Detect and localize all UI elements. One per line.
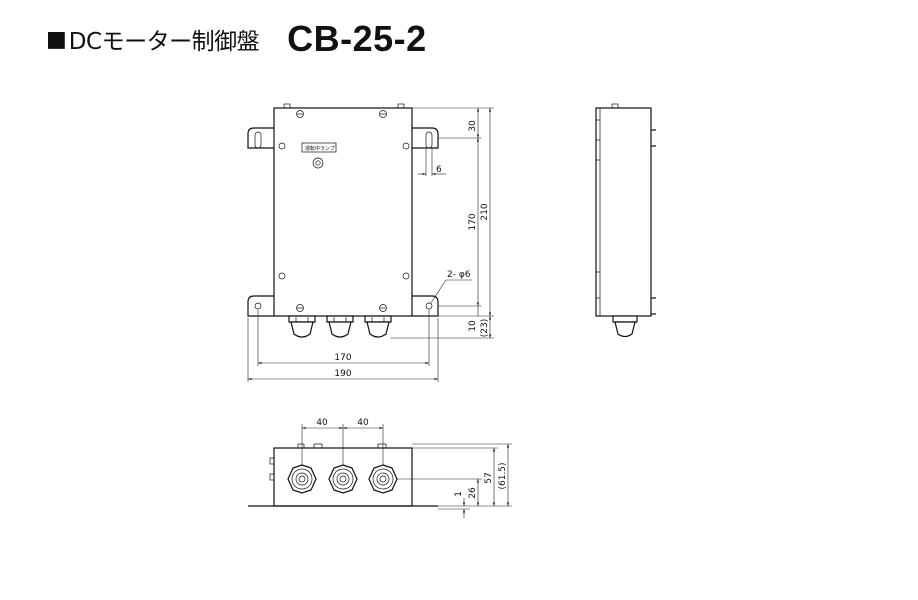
side-body bbox=[595, 107, 652, 317]
bottom-right-flange bbox=[412, 295, 439, 317]
dim-1: 1 bbox=[454, 491, 464, 497]
mount-hole-right bbox=[425, 302, 433, 310]
dim-170-vertical: 170 bbox=[468, 213, 478, 230]
front-body bbox=[273, 107, 413, 317]
slot-right bbox=[425, 131, 433, 149]
slot-left bbox=[254, 131, 262, 149]
dim-23: (23) bbox=[480, 319, 490, 337]
lamp-label-plate bbox=[301, 142, 337, 153]
front-screws bbox=[278, 110, 410, 312]
cable-glands bbox=[288, 315, 392, 338]
top-right-flange bbox=[412, 127, 439, 149]
dim-6: 6 bbox=[436, 165, 442, 175]
dim-190: 190 bbox=[334, 369, 351, 379]
front-view: 運転中ランプ bbox=[247, 103, 494, 382]
dim-61-5: (61.5) bbox=[498, 462, 508, 489]
bottom-glands bbox=[287, 464, 398, 494]
dim-26: 26 bbox=[468, 487, 478, 499]
dim-40-right: 40 bbox=[357, 418, 369, 428]
dim-170-horizontal: 170 bbox=[334, 353, 351, 363]
side-gland bbox=[612, 315, 638, 338]
lamp-inner bbox=[315, 160, 321, 166]
dim-hole: 2- φ6 bbox=[447, 270, 471, 280]
lamp-outer bbox=[312, 157, 324, 169]
title-bullet: ■ bbox=[46, 26, 67, 52]
dim-10: 10 bbox=[468, 320, 478, 332]
side-view bbox=[595, 103, 656, 338]
dim-40-left: 40 bbox=[316, 418, 328, 428]
bottom-view: 40 40 1 26 57 (61.5) bbox=[248, 418, 512, 518]
dim-30: 30 bbox=[468, 120, 478, 132]
dim-210: 210 bbox=[480, 203, 490, 220]
page-title: DCモーター制御盤 bbox=[68, 29, 260, 55]
model-number: CB-25-2 bbox=[287, 18, 427, 59]
page-header: ■ DCモーター制御盤 CB-25-2 bbox=[46, 14, 427, 64]
mount-hole-left bbox=[254, 302, 262, 310]
dim-57: 57 bbox=[484, 472, 494, 483]
lamp-label: 運転中ランプ bbox=[305, 145, 335, 152]
